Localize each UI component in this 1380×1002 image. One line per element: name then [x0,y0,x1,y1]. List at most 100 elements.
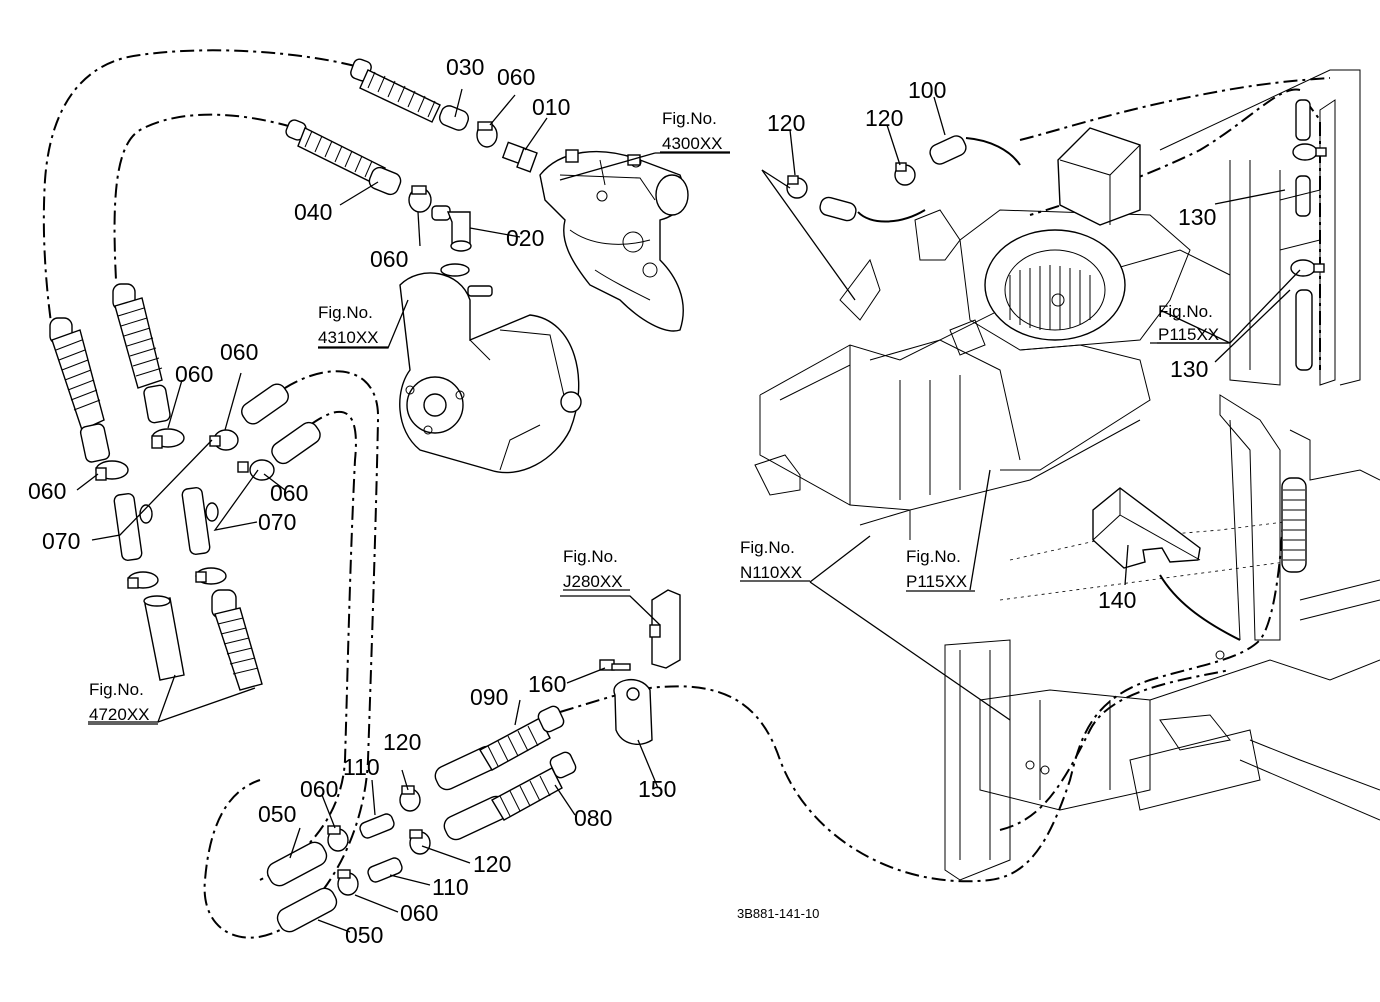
heater-unit-frame [754,127,1231,540]
label-010: 010 [532,94,570,120]
clamp-120-upper-a [894,162,916,186]
hose-090 [434,705,565,791]
bracket-150 [613,589,681,746]
fig-ref-N110: Fig.No. N110XX [740,538,802,582]
figure-references: Fig.No. 4300XX Fig.No. 4310XX Fig.No. 47… [88,109,1228,725]
hose-050-b [276,887,338,933]
fig-ref-J280: Fig.No. J280XX [563,547,623,591]
svg-text:P115XX: P115XX [1158,325,1219,344]
label-090: 090 [470,684,508,710]
pipe-110-a [359,813,395,839]
hose-clamp-lower-a [127,571,159,589]
label-050: 050 [345,922,383,948]
label-060: 060 [400,900,438,926]
clamp-130-lower [1290,259,1325,277]
label-080: 080 [574,805,612,831]
hose-lower-corrugated [211,589,263,691]
hose-short-upper [241,383,321,465]
svg-text:Fig.No.: Fig.No. [906,547,961,566]
clamp-120-upper-b [786,175,808,199]
hose-lower-plain [143,595,185,681]
fig-ref-4720: Fig.No. 4720XX [89,680,150,724]
hose-clamp-060-left-d [237,459,275,481]
part-labels: 030 060 010 040 020 060 060 060 060 060 … [28,54,1216,948]
leader-lines [76,88,1301,933]
label-060: 060 [370,246,408,272]
hose-clamp-060-mid [408,185,432,213]
label-070: 070 [258,509,296,535]
clamp-130-upper [1292,143,1327,161]
joint-pipe-070-b [181,487,219,555]
hose-left-outer [49,317,111,463]
elbow-020 [431,205,472,252]
pipe-110-b [367,857,403,883]
clamp-120-lower-a [399,785,421,812]
hose-assembly-left [49,58,538,691]
hose-small-upper [819,196,857,222]
hose-clamp-060-left-b [151,428,185,449]
clamp-120-lower-b [409,829,431,855]
label-040: 040 [294,199,332,225]
svg-text:P115XX: P115XX [906,572,967,591]
hose-130-corrugated [1281,477,1307,573]
joint-pipe-070-a [113,493,153,561]
fig-ref-4310: Fig.No. 4310XX [318,303,379,347]
clamp-060-lower-b [337,869,359,896]
label-120: 120 [473,851,511,877]
label-130: 130 [1170,356,1208,382]
right-panel-frame [1159,69,1361,386]
label-120: 120 [865,105,903,131]
part-140 [1092,487,1241,641]
hose-clamp-060-top [476,121,498,148]
label-030: 030 [446,54,484,80]
svg-text:4300XX: 4300XX [662,134,723,153]
label-020: 020 [506,225,544,251]
fig-ref-P115-upper: Fig.No. P115XX [1158,302,1219,344]
fitting-010 [501,141,538,173]
svg-text:Fig.No.: Fig.No. [563,547,618,566]
fig-ref-4300: Fig.No. 4300XX [662,109,723,153]
svg-text:Fig.No.: Fig.No. [662,109,717,128]
cab-pillar-frame [944,394,1380,881]
svg-text:4310XX: 4310XX [318,328,379,347]
hose-050-a [266,841,328,887]
hose-clamp-060-left-c [209,429,239,451]
label-060: 060 [175,361,213,387]
thermostat-housing [539,149,689,332]
label-050: 050 [258,801,296,827]
hose-080 [443,751,577,841]
hose-030 [350,58,470,131]
water-pump [399,263,582,474]
label-060: 060 [220,339,258,365]
label-110: 110 [343,754,380,780]
label-100: 100 [908,77,946,103]
svg-text:J280XX: J280XX [563,572,623,591]
svg-text:Fig.No.: Fig.No. [740,538,795,557]
bolt-160 [599,659,631,671]
hose-left-inner [112,283,171,424]
label-060: 060 [497,64,535,90]
svg-text:N110XX: N110XX [740,563,802,582]
label-060: 060 [270,480,308,506]
label-120: 120 [767,110,805,136]
svg-text:Fig.No.: Fig.No. [89,680,144,699]
svg-text:Fig.No.: Fig.No. [1158,302,1213,321]
clamp-060-lower-a [327,825,349,852]
svg-text:4720XX: 4720XX [89,705,150,724]
label-060: 060 [300,776,338,802]
label-070: 070 [42,528,80,554]
hose-100 [929,135,967,165]
hose-clamp-lower-b [195,567,227,585]
label-110: 110 [432,874,469,900]
hose-040 [285,119,402,196]
label-130: 130 [1178,204,1216,230]
svg-text:Fig.No.: Fig.No. [318,303,373,322]
label-150: 150 [638,776,676,802]
label-120: 120 [383,729,421,755]
label-060: 060 [28,478,66,504]
fig-ref-P115-lower: Fig.No. P115XX [906,547,967,591]
label-140: 140 [1098,587,1136,613]
hose-clamp-060-left-a [95,460,129,481]
label-160: 160 [528,671,566,697]
